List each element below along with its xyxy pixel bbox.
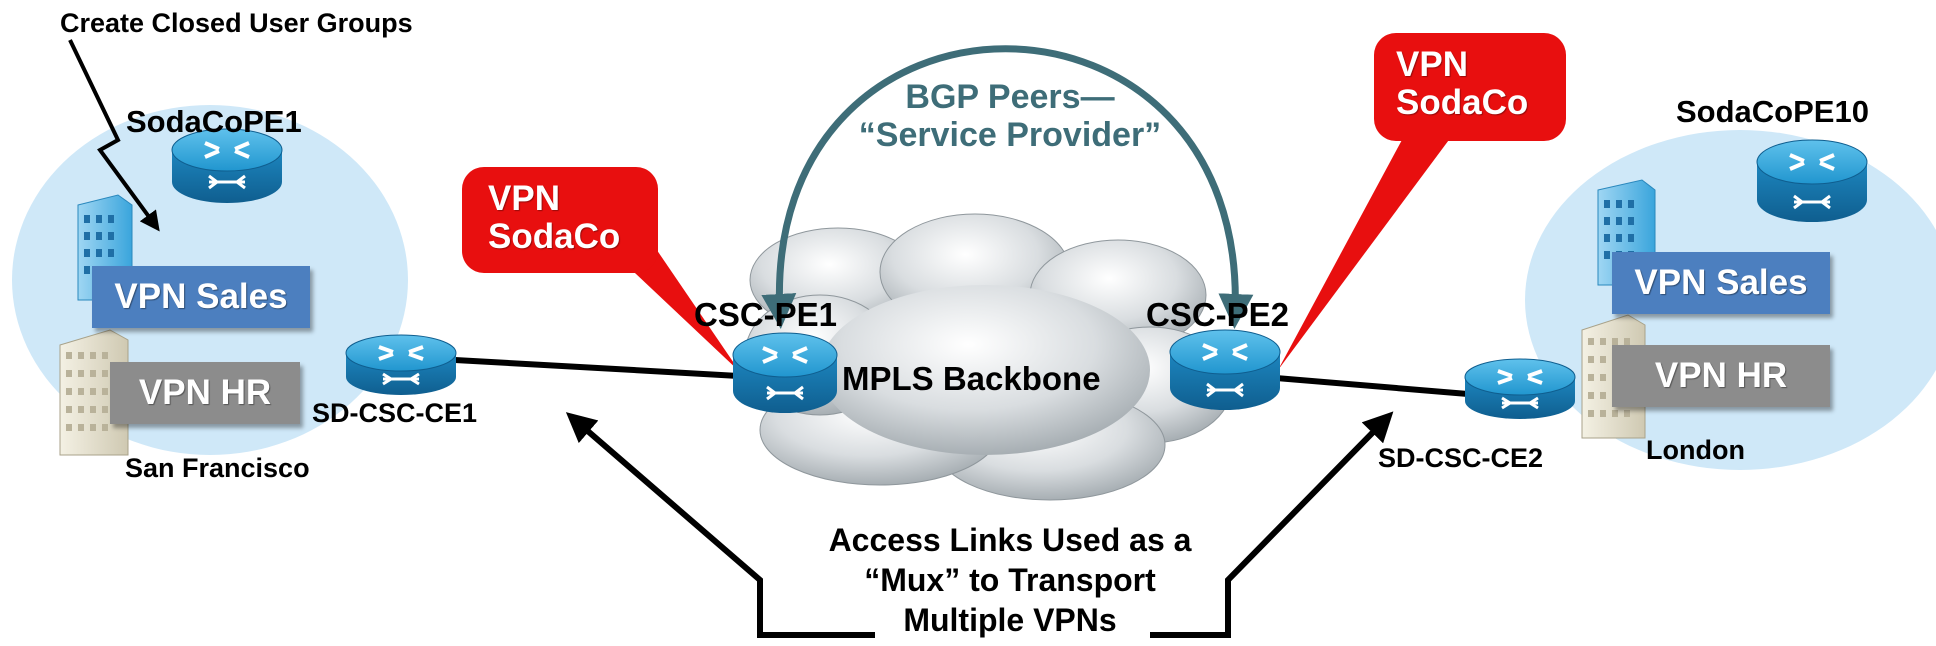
bgp-peers-label: BGP Peers— “Service Provider” bbox=[800, 78, 1220, 154]
bgp-peering-arc bbox=[761, 45, 1254, 329]
left-callout-line1: VPN bbox=[488, 179, 560, 218]
mpls-backbone-label: MPLS Backbone bbox=[842, 360, 1101, 397]
right-callout-text: VPN SodaCo bbox=[1396, 46, 1528, 122]
access-link-left bbox=[454, 357, 776, 381]
router-icon bbox=[171, 128, 283, 203]
left-vpn-sodaco-callout bbox=[462, 167, 658, 273]
access-note-right-arrow bbox=[1150, 411, 1394, 638]
sd-csc-ce2-label: SD-CSC-CE2 bbox=[1378, 443, 1544, 473]
left-callout-pointer bbox=[600, 240, 740, 372]
bgp-peers-line2: “Service Provider” bbox=[858, 116, 1162, 154]
closed-user-groups-annotation: Create Closed User Groups bbox=[60, 8, 413, 38]
right-callout-line1: VPN bbox=[1396, 45, 1468, 84]
vpn-hr-box: VPN HR bbox=[110, 362, 300, 424]
access-note-left-arrow bbox=[565, 412, 875, 638]
router-icon bbox=[732, 332, 838, 413]
access-links-note: Access Links Used as a “Mux” to Transpor… bbox=[760, 520, 1260, 640]
sodacope10-label: SodaCoPE10 bbox=[1676, 94, 1869, 129]
right-callout-pointer bbox=[1278, 125, 1460, 370]
bgp-peers-line1: BGP Peers— bbox=[905, 78, 1115, 116]
vpn-hr-box: VPN HR bbox=[1612, 345, 1830, 407]
csc-pe1-label: CSC-PE1 bbox=[694, 296, 838, 333]
access-note-line3: Multiple VPNs bbox=[903, 602, 1117, 638]
csc-pe2-label: CSC-PE2 bbox=[1146, 296, 1290, 333]
right-vpn-sodaco-callout bbox=[1374, 33, 1566, 141]
router-icon bbox=[1756, 139, 1868, 222]
san-francisco-label: San Francisco bbox=[125, 453, 310, 483]
left-callout-line2: SodaCo bbox=[488, 217, 621, 256]
access-note-line1: Access Links Used as a bbox=[828, 522, 1192, 558]
vpn-sales-box: VPN Sales bbox=[92, 266, 310, 328]
sd-csc-ce1-label: SD-CSC-CE1 bbox=[312, 398, 478, 428]
router-icon bbox=[1169, 329, 1281, 410]
sodacope1-label: SodaCoPE1 bbox=[126, 104, 302, 139]
london-label: London bbox=[1646, 435, 1745, 465]
router-icon bbox=[1464, 358, 1576, 419]
right-callout-line2: SodaCo bbox=[1396, 83, 1529, 122]
left-callout-text: VPN SodaCo bbox=[488, 180, 620, 256]
router-icon bbox=[345, 334, 457, 395]
vpn-sales-box: VPN Sales bbox=[1612, 252, 1830, 314]
access-note-line2: “Mux” to Transport bbox=[864, 562, 1156, 598]
closed-user-group-pointer bbox=[68, 39, 160, 232]
